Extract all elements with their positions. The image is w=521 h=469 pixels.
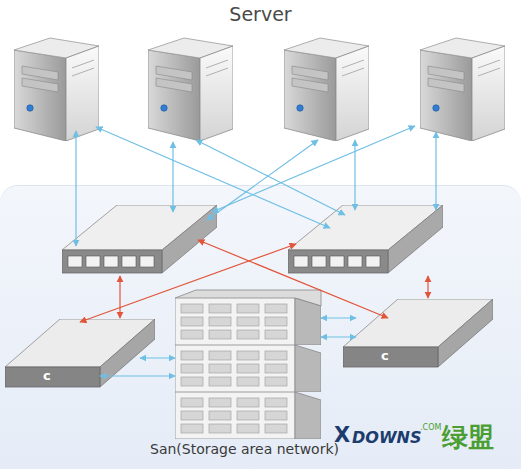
controller-shape xyxy=(343,299,493,369)
controller-label: c xyxy=(381,348,389,363)
server-tower xyxy=(420,38,505,141)
server-tower xyxy=(148,38,233,141)
diagram-title: Server xyxy=(0,3,521,25)
controller-label: c xyxy=(43,368,51,383)
storage-unit xyxy=(175,392,321,439)
storage-controller: c xyxy=(5,319,155,389)
watermark-text: X xyxy=(334,425,350,446)
network-caption: San(Storage area network) xyxy=(150,441,339,457)
controller-shape xyxy=(5,319,155,389)
storage-unit xyxy=(175,298,321,345)
controller-front xyxy=(343,347,438,367)
storage-controller: c xyxy=(343,299,493,369)
watermark-text: 绿盟 xyxy=(442,424,494,450)
controller-side xyxy=(100,319,155,387)
server-tower xyxy=(14,38,99,141)
server-tower xyxy=(284,38,369,141)
controller-front xyxy=(5,367,100,387)
controller-side xyxy=(438,299,493,367)
storage-unit xyxy=(175,345,321,392)
watermark-text: .COM xyxy=(420,424,441,432)
watermark-text: DOWNS xyxy=(352,430,421,446)
